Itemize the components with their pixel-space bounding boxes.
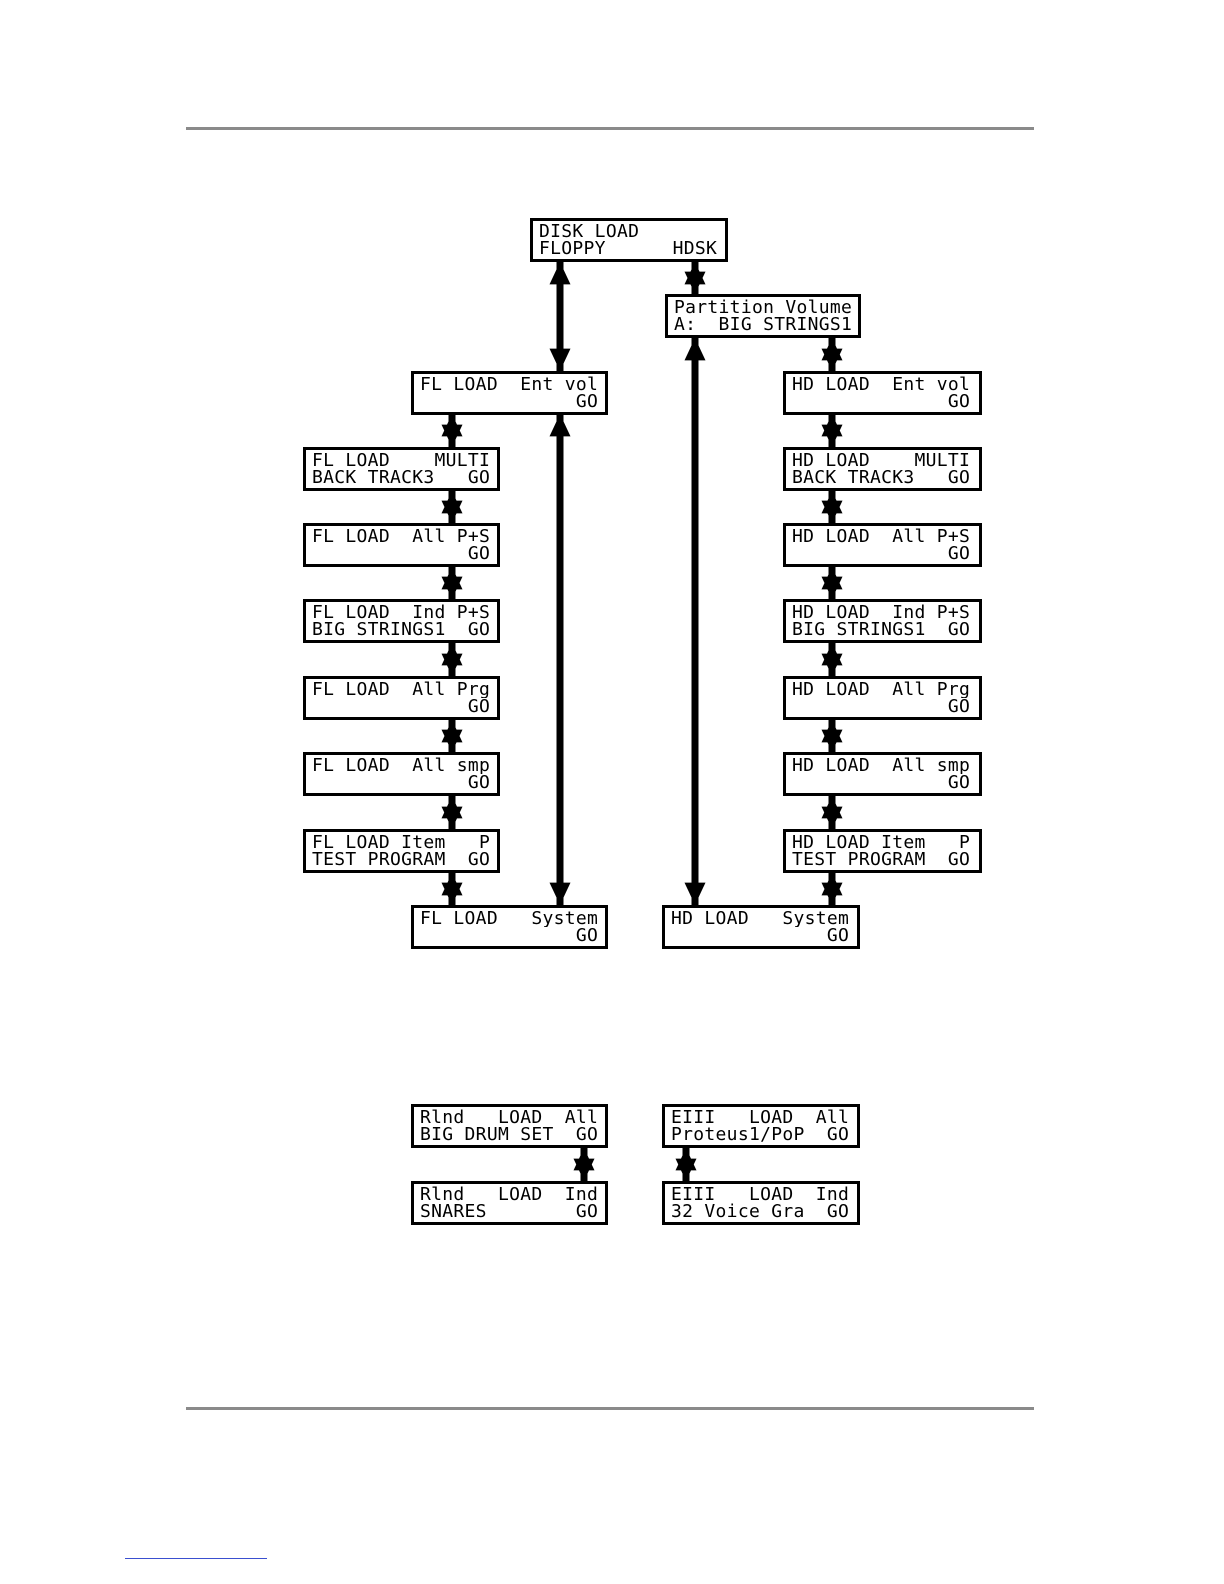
- lcd-fl-item: FL LOAD Item P TEST PROGRAM GO: [303, 829, 500, 873]
- lcd-line-1: FL LOAD MULTI: [312, 452, 491, 469]
- lcd-line-2: Proteus1/PoP GO: [671, 1126, 850, 1143]
- lcd-hd-multi: HD LOAD MULTI BACK TRACK3 GO: [783, 447, 982, 491]
- lcd-hd-system: HD LOAD System GO: [662, 905, 860, 949]
- lcd-hd-ent-vol: HD LOAD Ent vol GO: [783, 371, 982, 415]
- lcd-line-1: FL LOAD Ent vol: [420, 376, 599, 393]
- lcd-fl-multi: FL LOAD MULTI BACK TRACK3 GO: [303, 447, 500, 491]
- lcd-line-1: EIII LOAD All: [671, 1109, 850, 1126]
- lcd-partition-volume: Partition Volume A: BIG STRINGS1: [665, 294, 861, 338]
- lcd-eiii-ind: EIII LOAD Ind 32 Voice Gra GO: [662, 1181, 860, 1225]
- lcd-fl-ind-ps: FL LOAD Ind P+S BIG STRINGS1 GO: [303, 599, 500, 643]
- lcd-line-2: GO: [420, 393, 599, 410]
- lcd-line-2: GO: [420, 927, 599, 944]
- header-rule: [186, 127, 1034, 130]
- lcd-line-1: FL LOAD Item P: [312, 834, 491, 851]
- lcd-hd-all-ps: HD LOAD All P+S GO: [783, 523, 982, 567]
- footer-rule: [186, 1407, 1034, 1410]
- lcd-line-2: FLOPPY HDSK: [539, 240, 718, 257]
- lcd-line-2: BIG DRUM SET GO: [420, 1126, 599, 1143]
- lcd-line-1: FL LOAD All Prg: [312, 681, 491, 698]
- lcd-line-2: GO: [792, 774, 971, 791]
- lcd-line-2: 32 Voice Gra GO: [671, 1203, 850, 1220]
- lcd-line-2: GO: [312, 545, 491, 562]
- lcd-line-1: HD LOAD All Prg: [792, 681, 971, 698]
- lcd-hd-all-prg: HD LOAD All Prg GO: [783, 676, 982, 720]
- lcd-line-2: SNARES GO: [420, 1203, 599, 1220]
- lcd-fl-ent-vol: FL LOAD Ent vol GO: [411, 371, 608, 415]
- lcd-rlnd-all: Rlnd LOAD All BIG DRUM SET GO: [411, 1104, 608, 1148]
- lcd-line-2: GO: [312, 774, 491, 791]
- lcd-hd-all-smp: HD LOAD All smp GO: [783, 752, 982, 796]
- lcd-line-1: HD LOAD Item P: [792, 834, 971, 851]
- lcd-fl-all-ps: FL LOAD All P+S GO: [303, 523, 500, 567]
- lcd-fl-all-prg: FL LOAD All Prg GO: [303, 676, 500, 720]
- lcd-hd-ind-ps: HD LOAD Ind P+S BIG STRINGS1 GO: [783, 599, 982, 643]
- lcd-line-2: A: BIG STRINGS1: [674, 316, 852, 333]
- lcd-line-1: HD LOAD Ent vol: [792, 376, 971, 393]
- lcd-fl-system: FL LOAD System GO: [411, 905, 608, 949]
- lcd-eiii-all: EIII LOAD All Proteus1/PoP GO: [662, 1104, 860, 1148]
- lcd-disk-load: DISK LOAD FLOPPY HDSK: [530, 218, 728, 262]
- lcd-line-1: HD LOAD Ind P+S: [792, 604, 971, 621]
- lcd-line-2: GO: [671, 927, 850, 944]
- lcd-rlnd-ind: Rlnd LOAD Ind SNARES GO: [411, 1181, 608, 1225]
- lcd-line-1: HD LOAD All P+S: [792, 528, 971, 545]
- lcd-line-1: DISK LOAD: [539, 223, 640, 240]
- lcd-line-2: GO: [792, 393, 971, 410]
- lcd-line-1: FL LOAD Ind P+S: [312, 604, 491, 621]
- lcd-line-1: EIII LOAD Ind: [671, 1186, 850, 1203]
- lcd-line-2: GO: [792, 545, 971, 562]
- lcd-line-2: BIG STRINGS1 GO: [792, 621, 971, 638]
- lcd-line-2: TEST PROGRAM GO: [312, 851, 491, 868]
- lcd-line-1: Rlnd LOAD Ind: [420, 1186, 599, 1203]
- lcd-line-1: HD LOAD System: [671, 910, 850, 927]
- lcd-line-1: FL LOAD System: [420, 910, 599, 927]
- lcd-line-2: BACK TRACK3 GO: [312, 469, 491, 486]
- lcd-line-1: HD LOAD MULTI: [792, 452, 971, 469]
- lcd-line-1: FL LOAD All smp: [312, 757, 491, 774]
- lcd-line-2: GO: [312, 698, 491, 715]
- lcd-line-2: BACK TRACK3 GO: [792, 469, 971, 486]
- footer-link-underline: [125, 1558, 267, 1559]
- lcd-fl-all-smp: FL LOAD All smp GO: [303, 752, 500, 796]
- lcd-line-1: FL LOAD All P+S: [312, 528, 491, 545]
- lcd-hd-item: HD LOAD Item P TEST PROGRAM GO: [783, 829, 982, 873]
- lcd-line-1: Rlnd LOAD All: [420, 1109, 599, 1126]
- lcd-line-1: Partition Volume: [674, 299, 852, 316]
- lcd-line-2: GO: [792, 698, 971, 715]
- lcd-line-2: BIG STRINGS1 GO: [312, 621, 491, 638]
- lcd-line-1: HD LOAD All smp: [792, 757, 971, 774]
- lcd-line-2: TEST PROGRAM GO: [792, 851, 971, 868]
